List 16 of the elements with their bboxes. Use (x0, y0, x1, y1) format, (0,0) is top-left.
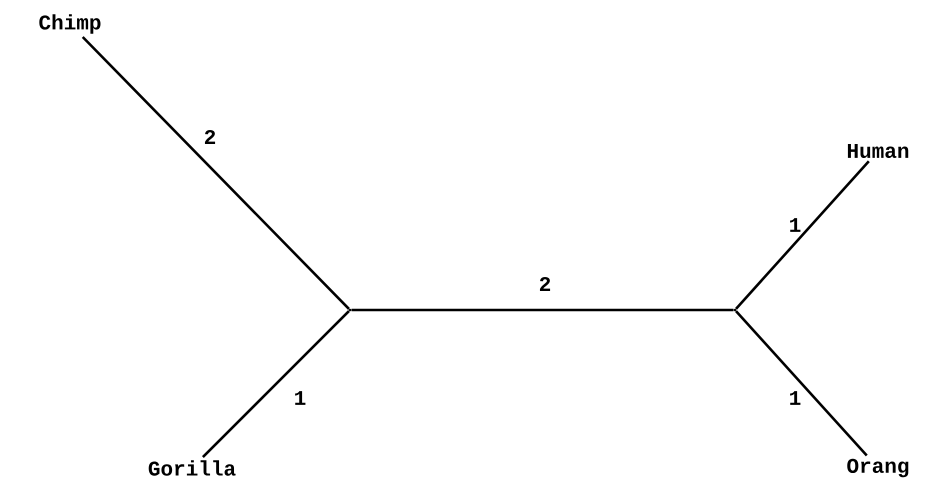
branch-length: 1 (790, 218, 800, 232)
branch-length: 1 (295, 391, 306, 405)
branch-point (348, 308, 352, 312)
branch-point (734, 308, 736, 312)
branch-length: 1 (790, 391, 800, 405)
branch-line (735, 310, 868, 456)
taxon-label: Chimp (39, 14, 100, 34)
branch-length: 2 (204, 130, 216, 144)
branch-line (202, 310, 350, 458)
branch-length: 2 (540, 276, 550, 292)
branch-line (735, 160, 870, 310)
taxon-label: Human (848, 144, 908, 158)
branch-line (352, 308, 734, 312)
branch-line (82, 36, 350, 310)
taxon-label: Gorilla (148, 460, 236, 476)
taxon-label: Orang (847, 458, 908, 478)
